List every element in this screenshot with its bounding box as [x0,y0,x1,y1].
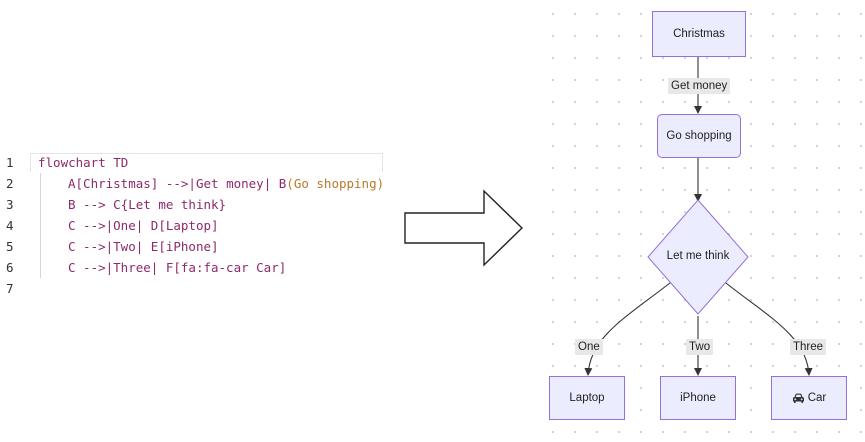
code-line[interactable]: 1 flowchart TD [0,152,128,173]
code-token: [fa:fa-car Car] [173,260,287,275]
edge-label-two: Two [686,339,714,355]
node-iphone: iPhone [660,376,736,420]
code-token: Three [113,260,151,275]
code-token: Get money [195,176,264,191]
code-token: -->| [158,176,196,191]
code-line[interactable]: 2 A[Christmas] -->|Get money| B(Go shoppi… [0,173,384,194]
code-token: C -->| [68,218,114,233]
edge-think-car [720,278,813,376]
code-token: | F [150,260,174,275]
edge-label-three: Three [790,339,827,355]
code-line[interactable]: 3 B --> C{Let me think} [0,194,226,215]
node-car: Car [771,376,847,420]
node-car-label: Car [807,392,827,404]
node-christmas: Christmas [652,11,746,57]
code-token: (Go shopping) [286,176,385,191]
code-line[interactable]: 5 C -->|Two| E[iPhone] [0,236,219,257]
line-number: 2 [6,176,14,191]
car-icon [792,393,804,403]
line-number: 1 [6,155,14,170]
decision-diamond [647,199,749,315]
code-line[interactable]: 7 [0,278,38,299]
current-line-highlight [30,153,383,172]
edge-think-laptop [584,278,676,376]
code-editor[interactable]: 1 flowchart TD 2 A[Christmas] -->|Get money… [0,150,385,312]
code-token: | E [135,239,159,254]
code-token: One [113,218,136,233]
line-number: 6 [6,260,14,275]
code-token: B --> C [68,197,121,212]
node-christmas-label: Christmas [673,28,725,40]
node-laptop: Laptop [549,376,625,420]
node-go-shopping-label: Go shopping [666,130,732,142]
node-laptop-label: Laptop [569,392,605,404]
code-line[interactable]: 4 C -->|One| D[Laptop] [0,215,219,236]
code-token: | D [135,218,159,233]
code-token: [Laptop] [158,218,219,233]
node-iphone-label: iPhone [680,392,716,404]
code-line[interactable]: 6 C -->|Three| F[fa:fa-car Car] [0,257,286,278]
indent-guide [40,173,68,194]
indent-guide [40,194,68,215]
flowchart-diagram: Christmas Get money Go shopping Let me t… [535,0,865,442]
line-number: 4 [6,218,14,233]
right-arrow-icon [404,189,524,267]
code-token: Two [113,239,136,254]
code-token: | [263,176,279,191]
indent-guide [40,257,68,278]
code-token: flowchart TD [38,155,129,170]
line-number: 5 [6,239,14,254]
code-token: [Christmas] [75,176,159,191]
code-token: {Let me think} [120,197,227,212]
node-let-me-think-label: Let me think [666,250,730,262]
indent-guide [40,215,68,236]
code-token: A [68,176,76,191]
code-token: B [278,176,287,191]
code-token: C -->| [68,260,114,275]
node-go-shopping: Go shopping [657,114,741,158]
code-token: C -->| [68,239,114,254]
line-number: 7 [6,281,14,296]
line-number: 3 [6,197,14,212]
indent-guide [40,236,68,257]
code-token: [iPhone] [158,239,219,254]
edge-label-get-money: Get money [668,78,731,94]
edge-label-one: One [575,339,603,355]
